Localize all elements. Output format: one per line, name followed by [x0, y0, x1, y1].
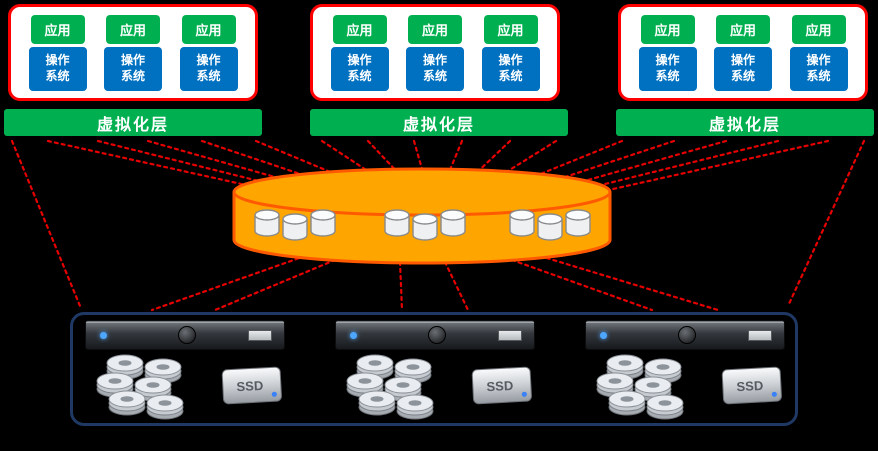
server-chassis	[335, 320, 535, 350]
virtual-machine: 应用 操作系统	[789, 14, 848, 91]
ssd-icon: SSD	[221, 366, 283, 405]
os-box: 操作系统	[330, 46, 389, 91]
virtual-machine: 应用 操作系统	[406, 14, 464, 91]
os-box: 操作系统	[28, 46, 87, 91]
virtualization-layer-bar: 虚拟化层	[616, 109, 874, 136]
os-label: 操作系统	[498, 52, 523, 83]
drive-bay-icon	[498, 330, 522, 341]
app-box: 应用	[181, 14, 236, 44]
drive-bay-icon	[748, 330, 772, 341]
app-box: 应用	[640, 14, 695, 44]
app-box: 应用	[408, 14, 462, 44]
virtual-machine: 应用 操作系统	[104, 14, 162, 91]
os-label: 操作系统	[730, 52, 755, 83]
os-label: 操作系统	[120, 52, 145, 83]
drive-bay-icon	[248, 330, 272, 341]
power-button-icon	[678, 326, 696, 344]
virtualization-layer-bar: 虚拟化层	[4, 109, 262, 136]
virtual-machine: 应用 操作系统	[28, 14, 87, 91]
app-box: 应用	[332, 14, 387, 44]
power-button-icon	[178, 326, 196, 344]
os-label: 操作系统	[655, 52, 680, 83]
virtual-machine: 应用 操作系统	[481, 14, 540, 91]
server-chassis	[585, 320, 785, 350]
power-led-icon	[600, 332, 607, 339]
virtualization-layer-bar: 虚拟化层	[310, 109, 568, 136]
app-box: 应用	[791, 14, 846, 44]
app-box: 应用	[106, 14, 160, 44]
power-led-icon	[350, 332, 357, 339]
chassis-seam	[86, 322, 284, 323]
vm-group: 应用 操作系统 应用 操作系统 应用 操作系统	[618, 4, 868, 101]
os-box: 操作系统	[714, 46, 772, 91]
os-label: 操作系统	[45, 52, 70, 83]
os-label: 操作系统	[196, 52, 221, 83]
app-box: 应用	[716, 14, 770, 44]
server-chassis	[85, 320, 285, 350]
os-box: 操作系统	[179, 46, 238, 91]
chassis-seam	[336, 322, 534, 323]
os-label: 操作系统	[422, 52, 447, 83]
os-box: 操作系统	[789, 46, 848, 91]
os-box: 操作系统	[481, 46, 540, 91]
os-box: 操作系统	[638, 46, 697, 91]
virtual-machine: 应用 操作系统	[179, 14, 238, 91]
ssd-icon: SSD	[721, 366, 783, 405]
app-box: 应用	[483, 14, 538, 44]
connection-lines-right	[521, 139, 866, 308]
virtual-machine: 应用 操作系统	[330, 14, 389, 91]
vm-group: 应用 操作系统 应用 操作系统 应用 操作系统	[310, 4, 560, 101]
power-button-icon	[428, 326, 446, 344]
power-led-icon	[100, 332, 107, 339]
virtual-machine: 应用 操作系统	[638, 14, 697, 91]
vm-group: 应用 操作系统 应用 操作系统 应用 操作系统	[8, 4, 258, 101]
ssd-label: SSD	[486, 378, 513, 394]
ssd-label: SSD	[736, 378, 763, 394]
ssd-label: SSD	[236, 378, 263, 394]
ssd-icon: SSD	[471, 366, 533, 405]
os-box: 操作系统	[406, 46, 464, 91]
connection-lines-servers	[150, 254, 720, 312]
app-box: 应用	[30, 14, 85, 44]
chassis-seam	[586, 322, 784, 323]
virtual-machine: 应用 操作系统	[714, 14, 772, 91]
os-box: 操作系统	[104, 46, 162, 91]
server-enclosure	[70, 312, 798, 426]
os-label: 操作系统	[806, 52, 831, 83]
os-label: 操作系统	[347, 52, 372, 83]
